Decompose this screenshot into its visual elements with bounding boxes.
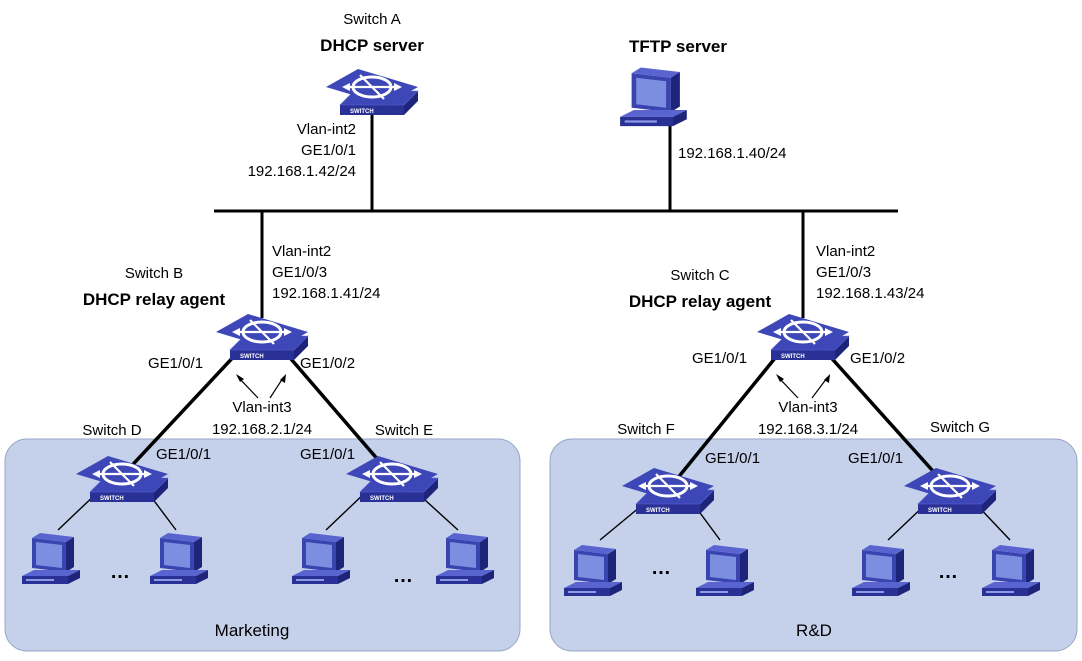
ellipsis-marketing-2: … <box>393 565 413 587</box>
switch-c-port-up: GE1/0/3 <box>816 264 871 281</box>
switch-d-name: Switch D <box>82 422 141 439</box>
tftp-role: TFTP server <box>629 37 727 56</box>
switch-b-port-right: GE1/0/2 <box>300 355 355 372</box>
switch-a-role: DHCP server <box>320 36 424 55</box>
switch-b-icon[interactable] <box>214 312 310 362</box>
vlan-arrows <box>236 374 830 399</box>
switch-c-ip-up: 192.168.1.43/24 <box>816 285 924 302</box>
rnd-area <box>549 438 1078 652</box>
ellipsis-rnd-2: … <box>938 561 958 583</box>
switch-c-port-left: GE1/0/1 <box>692 350 747 367</box>
switch-a-name: Switch A <box>343 11 401 28</box>
switch-b-port-up: GE1/0/3 <box>272 264 327 281</box>
switch-b-name: Switch B <box>125 265 183 282</box>
link-c-f <box>666 350 782 492</box>
switch-f-port: GE1/0/1 <box>705 450 760 467</box>
switch-c-name: Switch C <box>670 267 729 284</box>
switch-c-ip-down: 192.168.3.1/24 <box>758 421 858 438</box>
switch-a-ip: 192.168.1.42/24 <box>248 163 356 180</box>
switch-b-role: DHCP relay agent <box>83 290 226 309</box>
switch-g-name: Switch G <box>930 419 990 436</box>
server-computer-icon[interactable] <box>620 67 687 127</box>
switch-a-icon[interactable] <box>324 67 420 117</box>
switch-f-name: Switch F <box>617 421 675 438</box>
switch-c-port-right: GE1/0/2 <box>850 350 905 367</box>
switch-b-port-left: GE1/0/1 <box>148 355 203 372</box>
marketing-label: Marketing <box>215 621 290 640</box>
switch-c-icon[interactable] <box>755 312 851 362</box>
link-c-g <box>824 350 952 492</box>
switch-b-ip-up: 192.168.1.41/24 <box>272 285 380 302</box>
switch-a-port: GE1/0/1 <box>301 142 356 159</box>
link-b-e <box>283 350 394 478</box>
switch-b-vlan-down: Vlan-int3 <box>232 399 291 416</box>
switch-b-ip-down: 192.168.2.1/24 <box>212 421 312 438</box>
switch-c-vlan-up: Vlan-int2 <box>816 243 875 260</box>
switch-e-port: GE1/0/1 <box>300 446 355 463</box>
link-b-d <box>120 350 240 478</box>
switch-g-port: GE1/0/1 <box>848 450 903 467</box>
rnd-label: R&D <box>796 621 832 640</box>
ellipsis-rnd-1: … <box>651 557 671 579</box>
switch-c-vlan-down: Vlan-int3 <box>778 399 837 416</box>
ellipsis-marketing-1: … <box>110 561 130 583</box>
switch-d-port: GE1/0/1 <box>156 446 211 463</box>
switch-e-name: Switch E <box>375 422 433 439</box>
tftp-ip: 192.168.1.40/24 <box>678 145 786 162</box>
switch-b-vlan-up: Vlan-int2 <box>272 243 331 260</box>
switch-a-vlan: Vlan-int2 <box>297 121 356 138</box>
switch-c-role: DHCP relay agent <box>629 292 772 311</box>
